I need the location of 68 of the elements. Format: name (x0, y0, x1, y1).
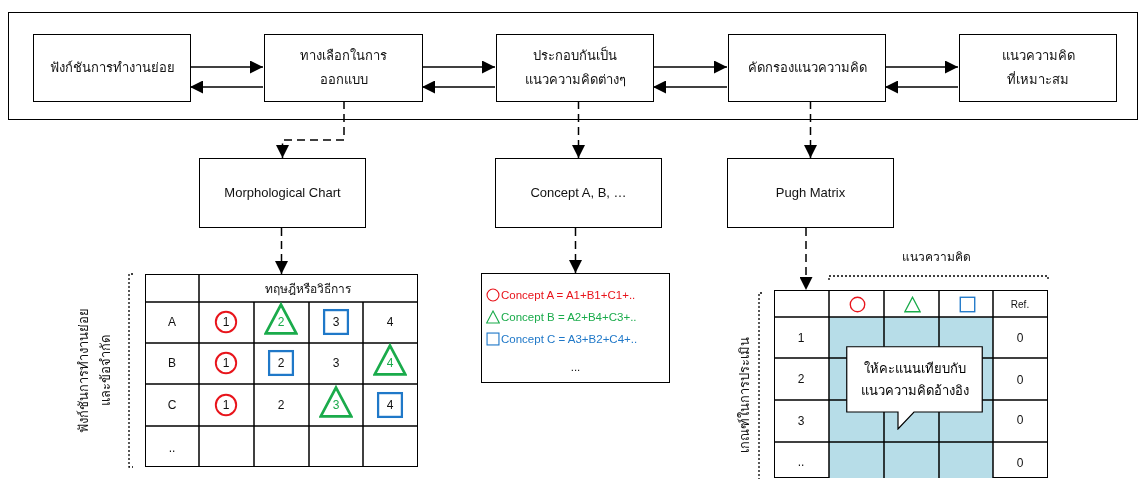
process-box (727, 158, 894, 228)
score-value: 0 (1016, 456, 1024, 470)
arrow (569, 227, 582, 274)
option-number: 4 (386, 398, 394, 412)
option-number: 1 (222, 398, 230, 412)
option-number: 2 (277, 398, 285, 412)
row-label: C (167, 398, 177, 412)
row-label: .. (168, 441, 176, 455)
box-label: Concept A, B, … (529, 184, 628, 202)
concept-list-box (481, 273, 670, 383)
concept-formula: Concept B = A2+B4+C3+.. (501, 311, 637, 323)
option-number: 1 (222, 315, 230, 329)
process-box (959, 34, 1117, 102)
arrow (275, 227, 288, 275)
process-box (264, 34, 423, 102)
column-header: Ref. (1010, 298, 1030, 310)
concept-formula: Concept A = A1+B1+C1+.. (501, 289, 636, 301)
arrow (884, 60, 959, 74)
rotated-label: ฟังก์ชันการทำงานย่อย และข้อจำกัด (75, 306, 114, 435)
score-value: 0 (1016, 413, 1024, 427)
arrow (421, 80, 496, 94)
process-box (728, 34, 886, 102)
row-label: 1 (797, 331, 805, 345)
option-number: 3 (332, 356, 340, 370)
concept-formula: Concept C = A3+B2+C4+.. (501, 333, 638, 345)
box-label: คัดกรองแนวความคิด (746, 59, 868, 77)
arrow (652, 80, 728, 94)
option-number: 2 (277, 356, 285, 370)
row-label: 2 (797, 372, 805, 386)
arrow (799, 227, 813, 291)
option-number: 2 (277, 315, 285, 329)
option-number: 3 (332, 398, 340, 412)
process-box (199, 158, 366, 228)
rotated-label: เกณฑ์ในการประเมิน (736, 336, 753, 455)
process-box (495, 158, 662, 228)
column-header: ทฤษฎีหรือวิธีการ (265, 280, 351, 298)
box-label: Morphological Chart (223, 184, 342, 202)
arrow (572, 100, 585, 159)
process-box (33, 34, 191, 102)
box-label: ฟังก์ชันการทำงานย่อย (48, 59, 176, 77)
morphological-chart-table (145, 274, 418, 467)
process-band (8, 12, 1138, 120)
group-label: แนวความคิด (901, 248, 971, 266)
option-number: 4 (386, 315, 394, 329)
process-box (496, 34, 654, 102)
row-label: A (168, 315, 176, 329)
row-label: .. (797, 455, 805, 469)
score-value: 0 (1016, 373, 1024, 387)
option-number: 4 (386, 356, 394, 370)
option-number: 1 (222, 356, 230, 370)
arrow (421, 60, 496, 74)
arrow (884, 80, 959, 94)
box-label: Pugh Matrix (774, 184, 847, 202)
arrow (189, 60, 264, 74)
arrow (189, 80, 264, 94)
box-label: ทางเลือกในการ ออกแบบ (299, 47, 388, 89)
option-number: 3 (332, 315, 340, 329)
score-value: 0 (1016, 331, 1024, 345)
ellipsis-text: ... (570, 361, 581, 373)
arrow (652, 60, 728, 74)
box-label: แนวความคิด ที่เหมาะสม (1000, 47, 1076, 89)
row-label: 3 (797, 414, 805, 428)
arrow (276, 100, 345, 159)
callout-text: ให้คะแนนเทียบกับ แนวความคิดอ้างอิง (859, 359, 970, 400)
row-label: B (168, 356, 176, 370)
box-label: ประกอบกันเป็น แนวความคิดต่างๆ (523, 45, 627, 89)
arrow (804, 100, 817, 159)
pugh-matrix-table (774, 290, 1048, 478)
